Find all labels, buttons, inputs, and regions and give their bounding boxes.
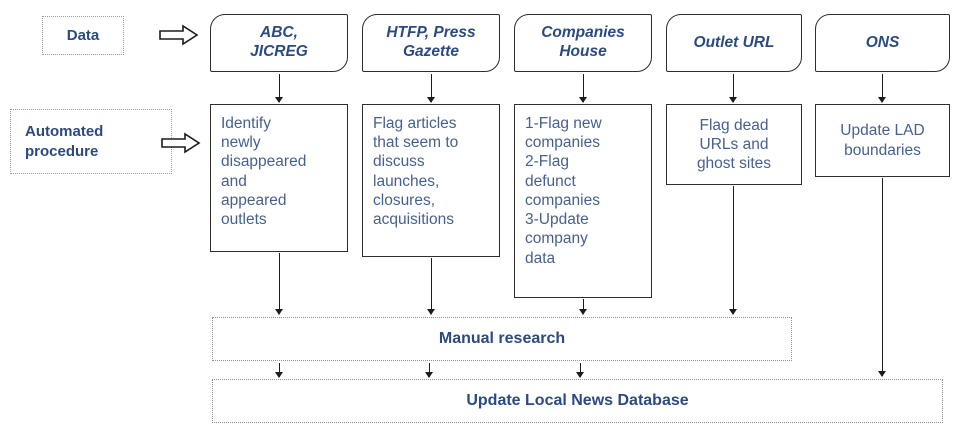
procedure-box-companies-updates: 1-Flag new companies 2-Flag defunct comp… <box>514 104 652 298</box>
source-box-outlet-url: Outlet URL <box>666 14 802 72</box>
arrow-companies-to-procedure <box>579 74 588 103</box>
source-box-abc-jicreg: ABC, JICREG <box>210 14 348 72</box>
update-database-band: Update Local News Database <box>212 379 943 423</box>
arrow-manual-to-database-3 <box>576 363 585 378</box>
data-row-label: Data <box>42 16 124 55</box>
source-box-ons: ONS <box>815 14 950 72</box>
automated-procedure-row-label: Automated procedure <box>10 109 172 174</box>
arrow-urls-to-manual <box>729 186 738 315</box>
arrow-htfp-to-procedure <box>427 74 436 103</box>
procedure-box-identify-outlets: Identify newly disappeared and appeared … <box>210 104 348 252</box>
source-box-companies-house: Companies House <box>514 14 652 72</box>
arrow-companies-to-manual <box>579 299 588 315</box>
right-block-arrow-icon <box>161 132 201 154</box>
arrow-articles-to-manual <box>427 258 436 315</box>
arrow-ons-to-procedure <box>878 74 887 103</box>
source-box-htfp-press-gazette: HTFP, Press Gazette <box>362 14 500 72</box>
right-block-arrow-icon <box>159 24 199 46</box>
manual-research-band: Manual research <box>212 317 792 361</box>
procedure-box-flag-articles: Flag articles that seem to discuss launc… <box>362 104 500 257</box>
procedure-box-flag-dead-urls: Flag dead URLs and ghost sites <box>666 104 802 185</box>
arrow-abc-to-procedure <box>275 74 284 103</box>
arrow-identify-to-manual <box>275 253 284 315</box>
arrow-lad-to-database <box>878 178 887 377</box>
procedure-box-update-lad: Update LAD boundaries <box>815 104 950 177</box>
arrow-manual-to-database-2 <box>425 363 434 378</box>
arrow-outleturl-to-procedure <box>729 74 738 103</box>
arrow-manual-to-database-1 <box>275 363 284 378</box>
